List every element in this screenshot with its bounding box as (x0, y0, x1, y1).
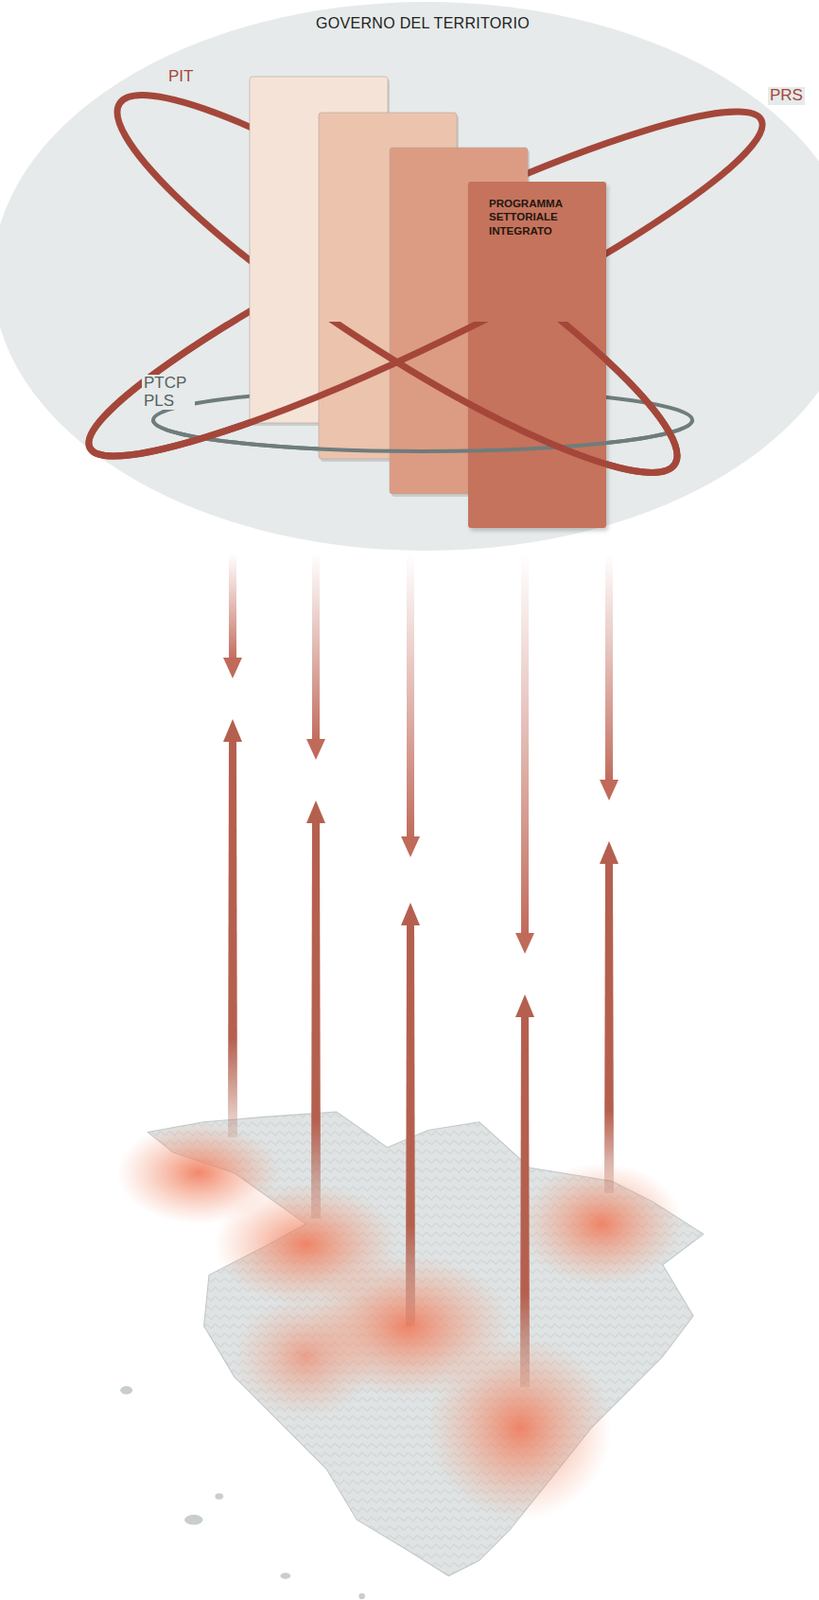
down-arrow-shaft (406, 553, 415, 840)
up-arrow-shaft (405, 923, 416, 1325)
orbit-label: PTCP PLS (141, 374, 195, 410)
down-arrow-shaft (605, 553, 613, 784)
card-label: PROGRAMMA SETTORIALE INTEGRATO (488, 196, 595, 238)
diagram-title: GOVERNO DEL TERRITORIO (315, 15, 530, 33)
orbits-front (0, 0, 819, 558)
governance-ellipse: GOVERNO DEL TERRITORIO PROGRAMMA SETTORIA… (0, 0, 819, 558)
orbit-label: PIT (166, 68, 195, 87)
up-arrow-head (223, 718, 243, 742)
orbit-label: PRS (767, 87, 805, 105)
up-arrow-shaft (520, 1014, 530, 1387)
up-arrow-shaft (604, 861, 614, 1193)
down-arrow-shaft (228, 553, 237, 662)
down-arrow-head (599, 779, 619, 801)
down-arrow-shaft (521, 553, 529, 937)
up-arrow-head (599, 840, 619, 864)
down-arrow-head (223, 657, 243, 679)
down-arrow-head (400, 836, 420, 857)
up-arrow-shaft (311, 820, 321, 1219)
program-card: PROGRAMMA SETTORIALE INTEGRATO (468, 181, 607, 528)
up-arrow-shaft (227, 739, 238, 1137)
up-arrow-head (306, 800, 326, 823)
up-arrow-head (400, 902, 420, 925)
plan-cards-and-orbits (0, 0, 819, 558)
flow-arrows (223, 553, 619, 1387)
up-arrow-head (515, 993, 535, 1017)
down-arrow-head (515, 932, 535, 954)
down-arrow-head (306, 738, 326, 760)
down-arrow-shaft (312, 553, 320, 743)
